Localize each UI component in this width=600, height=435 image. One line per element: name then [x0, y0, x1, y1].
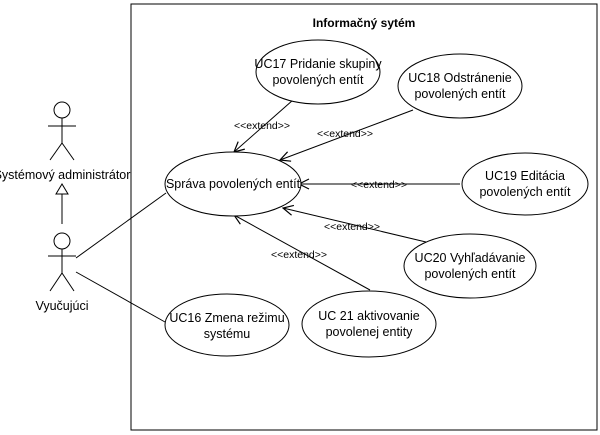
extend-label-uc17: <<extend>>: [234, 120, 290, 132]
actor-teacher: Vyučujúci: [35, 232, 89, 313]
use-case-uc18: UC18 Odstránenie povolených entít: [397, 53, 523, 119]
use-case-uc17: UC17 Pridanie skupiny povolených entít: [254, 39, 382, 105]
use-case-uc19-ellipse: [461, 152, 589, 216]
use-case-main: Správa povolených entít: [164, 151, 302, 217]
use-case-uc17-line2: povolených entít: [272, 73, 364, 87]
use-case-uc20-line1: UC20 Vyhľadávanie: [415, 251, 526, 265]
use-case-uc21-line2: povolenej entity: [326, 325, 414, 339]
use-case-uc20: UC20 Vyhľadávanie povolených entít: [403, 233, 537, 299]
actor-teacher-leg-right: [61, 272, 75, 292]
use-case-uc17-ellipse: [255, 39, 381, 105]
system-boundary: [130, 3, 598, 431]
use-case-main-label: Správa povolených entít: [166, 177, 301, 191]
use-case-uc18-line2: povolených entít: [414, 87, 506, 101]
actor-admin: Systémový administrátor: [0, 101, 130, 182]
actor-admin-leg-right: [61, 142, 75, 161]
use-case-uc18-ellipse: [397, 53, 523, 119]
extend-arrow-uc18: [280, 109, 414, 160]
use-case-uc20-ellipse: [403, 233, 537, 299]
use-case-uc20-line2: povolených entít: [424, 267, 516, 281]
use-case-uc21-ellipse: [301, 290, 437, 358]
use-case-uc21-line1: UC 21 aktivovanie: [318, 309, 419, 323]
use-case-uc16-line2: systému: [204, 327, 251, 341]
actor-admin-label: Systémový administrátor: [0, 168, 130, 182]
use-case-main-ellipse: [164, 151, 302, 217]
use-case-uc16-ellipse: [164, 293, 290, 357]
actor-admin-leg-left: [49, 142, 63, 161]
actor-teacher-leg-left: [49, 272, 63, 292]
use-case-uc16-line1: UC16 Zmena režimu: [169, 311, 284, 325]
use-case-uc16: UC16 Zmena režimu systému: [164, 293, 290, 357]
actor-admin-head: [53, 101, 71, 119]
use-case-uc17-line1: UC17 Pridanie skupiny: [254, 57, 382, 71]
extend-label-uc21: <<extend>>: [271, 249, 327, 261]
use-case-uc19-line2: povolených entít: [479, 185, 571, 199]
generalization-triangle: [55, 183, 69, 195]
use-case-uc19-line1: UC19 Editácia: [485, 169, 565, 183]
extend-label-uc19: <<extend>>: [351, 179, 407, 191]
use-case-uc19: UC19 Editácia povolených entít: [461, 152, 589, 216]
association-teacher-main: [75, 192, 167, 259]
extend-arrow-uc21: [234, 215, 371, 291]
extend-arrow-uc20: [283, 208, 427, 243]
extend-label-uc20: <<extend>>: [324, 221, 380, 233]
extend-arrow-uc17: [234, 99, 294, 152]
actor-teacher-head: [53, 232, 71, 250]
actor-teacher-label: Vyučujúci: [35, 299, 88, 313]
association-teacher-uc16: [75, 271, 166, 323]
extend-label-uc18: <<extend>>: [317, 128, 373, 140]
system-title: Informačný sytém: [313, 16, 416, 30]
use-case-uc18-line1: UC18 Odstránenie: [408, 71, 512, 85]
use-case-uc21: UC 21 aktivovanie povolenej entity: [301, 290, 437, 358]
